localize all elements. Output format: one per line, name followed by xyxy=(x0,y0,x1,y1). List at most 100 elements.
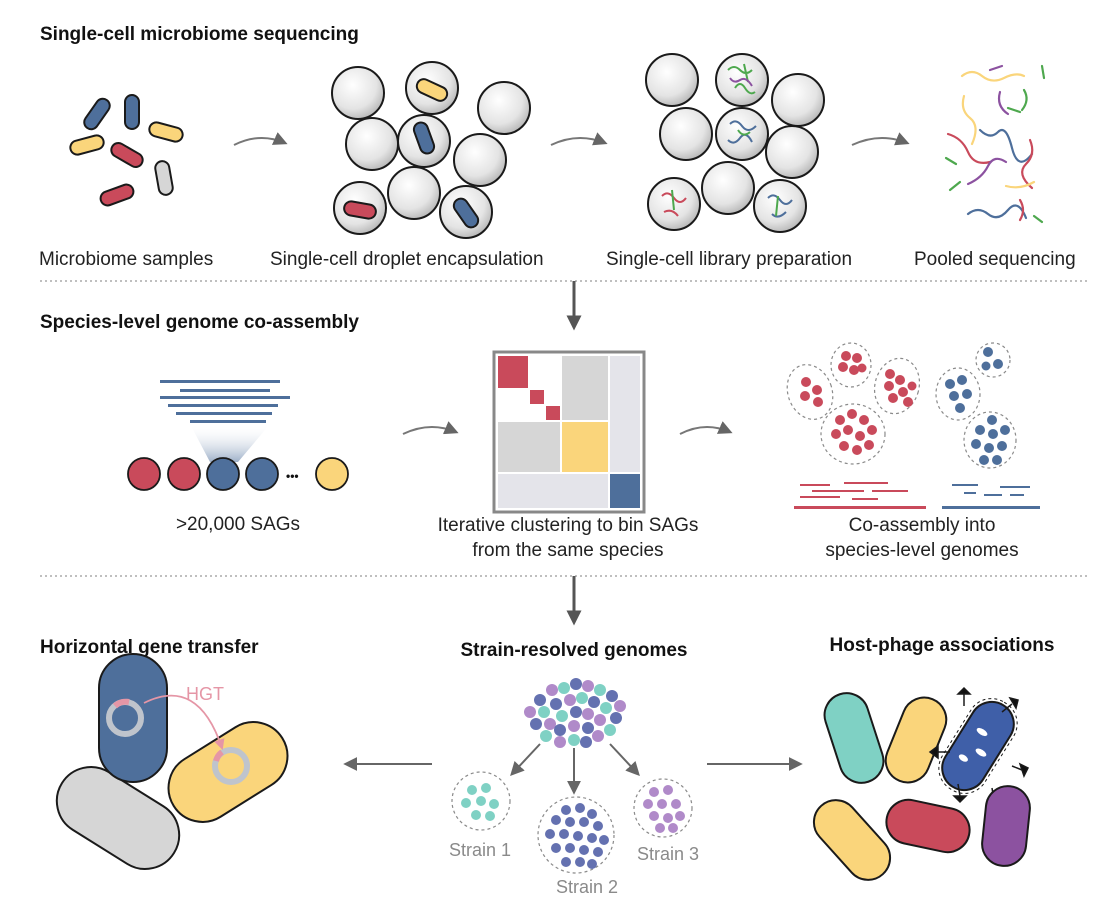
droplet xyxy=(387,166,441,220)
hgt-panel xyxy=(55,653,289,870)
strain-2-cells xyxy=(545,803,609,869)
hgt-transfer-arrow xyxy=(143,694,225,751)
cluster-ring xyxy=(830,342,872,388)
strain-1-ring xyxy=(451,771,511,831)
dna-fragments xyxy=(767,194,793,218)
phage-heading: Host-phage associations xyxy=(830,635,1055,656)
cell-red xyxy=(99,183,135,207)
flow-arrow xyxy=(402,421,459,435)
mixed-strain-cluster xyxy=(524,678,626,748)
read-origin-fan xyxy=(190,424,270,462)
step-label-microbiome-samples: Microbiome samples xyxy=(39,249,213,270)
droplet xyxy=(453,133,507,187)
split-arrow xyxy=(609,743,640,777)
step-label-library-preparation: Single-cell library preparation xyxy=(606,249,852,270)
strain-3-label: Strain 3 xyxy=(637,844,699,864)
droplet xyxy=(477,81,531,135)
microbiome-samples-cells xyxy=(69,94,184,207)
cluster-ring xyxy=(786,364,834,420)
plasmid-hgt-segment xyxy=(213,749,224,762)
dna-fragments xyxy=(661,192,687,217)
red-cluster-cells xyxy=(800,351,917,455)
library-preparation xyxy=(645,53,825,233)
strain-1-cells xyxy=(461,783,499,821)
droplet xyxy=(771,73,825,127)
strain-2-label: Strain 2 xyxy=(556,877,618,897)
cell-blue xyxy=(83,97,111,131)
clustering-label-line2: from the same species xyxy=(472,540,663,561)
flow-arrow xyxy=(233,132,288,146)
cell-yellow xyxy=(69,134,105,156)
dna-fragments xyxy=(737,129,751,136)
matrix-block-blue xyxy=(610,474,640,508)
clustering-matrix xyxy=(492,350,646,514)
cell-blue xyxy=(412,121,436,155)
split-arrow xyxy=(510,743,541,777)
matrix-block-lightgray xyxy=(498,474,608,508)
cell-gray xyxy=(154,160,174,196)
cell-yellow xyxy=(415,78,449,102)
strain-panel xyxy=(451,678,693,874)
step-label-pooled-sequencing: Pooled sequencing xyxy=(914,249,1076,270)
section-heading-sequencing: Single-cell microbiome sequencing xyxy=(40,24,359,45)
cell-blue xyxy=(452,197,480,229)
droplet xyxy=(645,53,699,107)
blue-cluster-cells xyxy=(945,347,1010,465)
cluster-ring xyxy=(975,342,1011,378)
read-stack xyxy=(160,380,290,423)
sag xyxy=(315,457,349,491)
cluster-ring xyxy=(935,367,981,421)
host-phage-panel xyxy=(812,686,1031,881)
cell-yellow xyxy=(884,696,948,784)
matrix-block-yellow xyxy=(562,422,608,472)
flow-arrow xyxy=(550,132,608,146)
infected-cell xyxy=(938,698,1018,794)
species-clusters xyxy=(786,342,1017,469)
clustering-label-line1: Iterative clustering to bin SAGs xyxy=(438,515,699,536)
dna-fragments xyxy=(727,120,757,144)
droplet xyxy=(701,161,755,215)
plasmid-ring xyxy=(212,747,250,785)
cluster-ring xyxy=(963,411,1017,469)
cell-gray xyxy=(55,766,181,870)
sag xyxy=(127,457,161,491)
droplet xyxy=(753,179,807,233)
strain-2-ring xyxy=(537,796,615,874)
section-heading-coassembly: Species-level genome co-assembly xyxy=(40,312,359,333)
cell-yellow xyxy=(148,121,184,143)
dna-fragments xyxy=(671,189,675,211)
sags-label: >20,000 SAGs xyxy=(176,514,300,535)
matrix-block-red xyxy=(498,356,528,388)
cell-yellow xyxy=(812,799,892,881)
dna-fragments xyxy=(775,195,779,217)
sag xyxy=(206,457,240,491)
sag-ellipsis: ••• xyxy=(286,469,299,483)
matrix-block-gray xyxy=(562,356,608,420)
cluster-ring xyxy=(820,403,886,465)
cell-red xyxy=(885,798,971,854)
strain-3-ring xyxy=(633,778,693,838)
step-label-droplet-encapsulation: Single-cell droplet encapsulation xyxy=(270,249,544,270)
sag-circles xyxy=(127,457,349,491)
matrix-block-red xyxy=(546,406,560,420)
cell-yellow xyxy=(167,721,289,823)
matrix-block-red xyxy=(530,390,544,404)
droplet xyxy=(331,66,385,120)
matrix-block-gray xyxy=(498,422,560,472)
cell-teal xyxy=(823,692,885,784)
cell-red xyxy=(110,142,144,168)
plasmid-hgt-segment xyxy=(112,698,130,709)
flow-arrow xyxy=(679,421,733,435)
droplet xyxy=(659,107,713,161)
hgt-tag: HGT xyxy=(186,684,224,704)
dna-fragments xyxy=(727,63,756,95)
assembled-reads xyxy=(794,482,1040,509)
cluster-ring xyxy=(873,357,921,415)
strain-3-cells xyxy=(643,785,685,833)
strain-heading: Strain-resolved genomes xyxy=(460,640,687,661)
droplet xyxy=(765,125,819,179)
coassembly-label-line1: Co-assembly into xyxy=(849,515,996,536)
hgt-heading: Horizontal gene transfer xyxy=(40,637,259,658)
sag xyxy=(245,457,279,491)
